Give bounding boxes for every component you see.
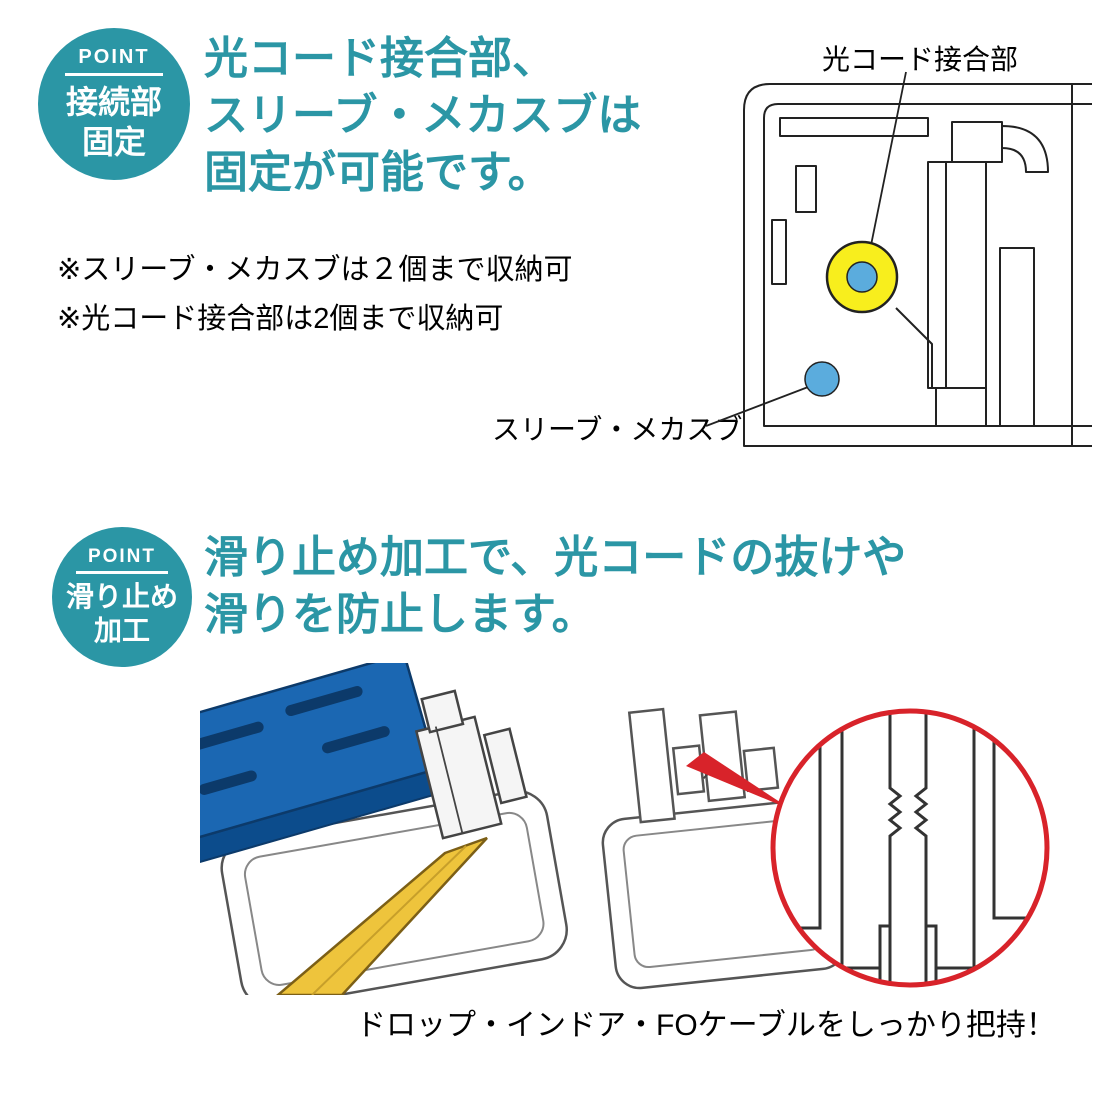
- blue-cover-plate: [200, 663, 445, 867]
- badge-title-line: 固定: [81, 123, 146, 160]
- closure-inner-wall: [763, 103, 1092, 427]
- section1-notes: ※スリーブ・メカスブは２個まで収納可 ※光コード接合部は2個まで収納可: [57, 246, 573, 344]
- point-label: POINT: [75, 546, 169, 574]
- antislip-illustration-cable: [200, 663, 568, 995]
- heading-line: 光コード接合部、: [204, 34, 556, 83]
- connector-marker-core: [846, 261, 878, 293]
- section2-heading: 滑り止め加工で、光コードの抜けや 滑りを防止します。: [204, 529, 906, 643]
- red-arrow: [686, 752, 792, 810]
- grip-teeth: [887, 711, 929, 985]
- magnifier-circle: [770, 708, 1050, 988]
- grip-caption: ドロップ・インドア・FOケーブルをしっかり把持！: [356, 1009, 1056, 1042]
- heading-line: 固定が可能です。: [204, 148, 552, 197]
- antislip-illustration-magnified: [601, 707, 1050, 990]
- point-badge-connection: POINT 接続部 固定: [38, 28, 190, 180]
- magnified-grip-detail: [773, 711, 1047, 985]
- closure-right-column: [999, 247, 1035, 427]
- heading-line: 滑りを防止します。: [204, 590, 596, 639]
- closure-center-block: [927, 161, 987, 389]
- callout-label-connector: 光コード接合部: [822, 44, 1019, 75]
- badge-title-line: 滑り止め: [65, 580, 178, 612]
- section1-heading: 光コード接合部、 スリーブ・メカスブは 固定が可能です。: [204, 30, 641, 201]
- pointer-line-sleeve: [705, 383, 817, 427]
- pointer-line-connector: [865, 71, 907, 271]
- fixing-diagram: [705, 71, 1092, 447]
- closure-top-rib: [779, 117, 929, 137]
- note-line: ※光コード接合部は2個まで収納可: [57, 303, 504, 335]
- fiber-cable-ridge: [311, 845, 467, 995]
- note-line: ※スリーブ・メカスブは２個まで収納可: [57, 254, 573, 286]
- point-label: POINT: [65, 46, 163, 77]
- closure-clip: [795, 165, 817, 213]
- badge-title-line: 接続部: [65, 84, 162, 121]
- closure-slot: [771, 219, 787, 285]
- heading-line: スリーブ・メカスブは: [204, 91, 642, 140]
- closure-corner-block: [951, 121, 1003, 163]
- heading-line: 滑り止め加工で、光コードの抜けや: [204, 533, 907, 582]
- callout-label-sleeve: スリーブ・メカスブ: [492, 414, 743, 445]
- closure-bottom-block: [935, 387, 987, 427]
- closure-outer-wall: [743, 83, 1092, 447]
- point-badge-antislip: POINT 滑り止め 加工: [52, 527, 192, 667]
- cable-clamp: [414, 689, 528, 840]
- closure-step: [895, 307, 933, 388]
- badge-title-line: 加工: [93, 615, 150, 646]
- sleeve-marker: [804, 361, 840, 397]
- closure-elbow: [1001, 125, 1049, 173]
